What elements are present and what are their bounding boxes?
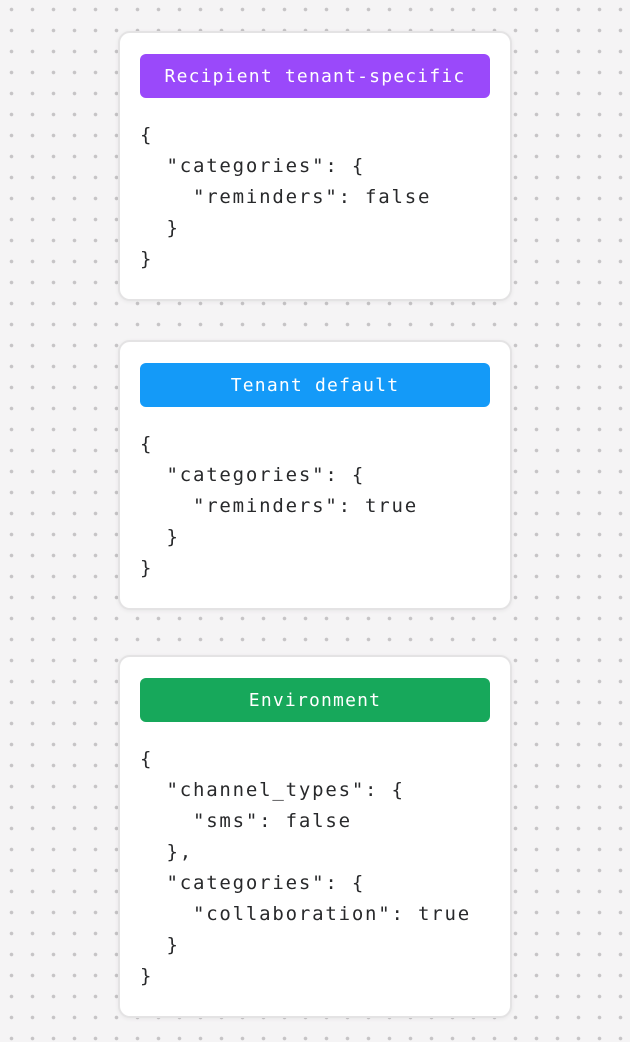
code-line: } [140,217,180,239]
badge-label: Recipient tenant-specific [164,65,466,87]
badge-recipient-tenant-specific: Recipient tenant-specific [140,54,490,98]
code-line: "categories": { [140,872,366,894]
code-line: } [140,526,180,548]
code-line: { [140,124,154,146]
code-line: "reminders": true [140,495,419,517]
code-line: "categories": { [140,464,366,486]
code-line: "categories": { [140,155,366,177]
card-tenant-default: Tenant default { "categories": { "remind… [118,340,512,610]
code-line: "channel_types": { [140,779,405,801]
code-line: "collaboration": true [140,903,471,925]
code-line: "sms": false [140,810,352,832]
code-line: "reminders": false [140,186,432,208]
code-line: } [140,965,154,987]
code-line: }, [140,841,193,863]
badge-environment: Environment [140,678,490,722]
json-snippet: { "categories": { "reminders": true } } [140,429,490,584]
card-environment: Environment { "channel_types": { "sms": … [118,655,512,1018]
json-snippet: { "categories": { "reminders": false } } [140,120,490,275]
badge-label: Tenant default [230,374,400,396]
code-line: { [140,748,154,770]
code-line: } [140,934,180,956]
json-snippet: { "channel_types": { "sms": false }, "ca… [140,744,490,992]
code-line: { [140,433,154,455]
badge-tenant-default: Tenant default [140,363,490,407]
badge-label: Environment [248,689,382,711]
code-line: } [140,557,154,579]
code-line: } [140,248,154,270]
card-recipient-tenant-specific: Recipient tenant-specific { "categories"… [118,31,512,301]
